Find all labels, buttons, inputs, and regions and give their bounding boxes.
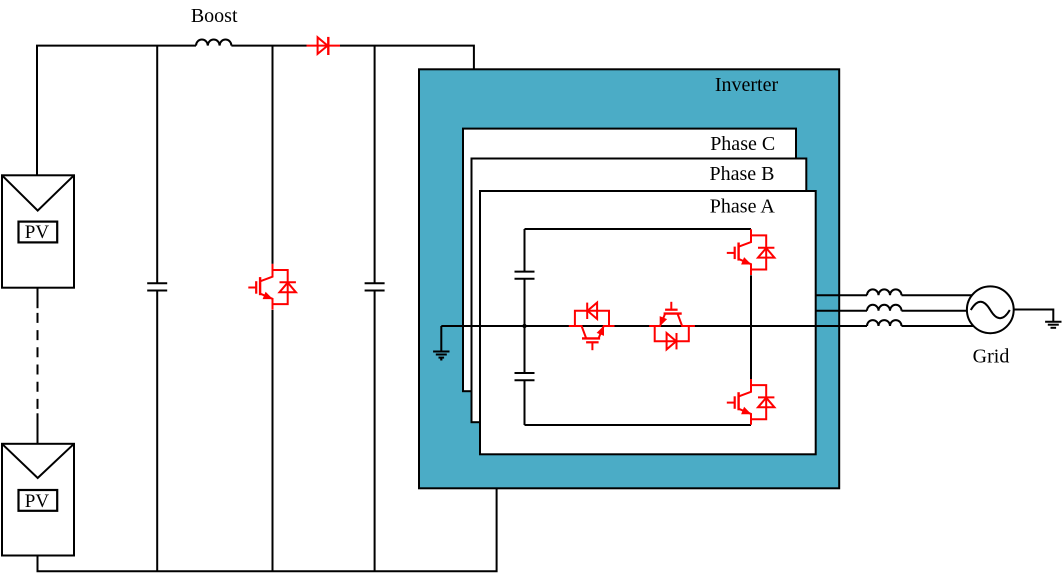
svg-text:Grid: Grid — [973, 346, 1010, 368]
svg-text:PV: PV — [25, 491, 50, 512]
svg-text:PV: PV — [25, 222, 50, 243]
svg-text:Boost: Boost — [191, 5, 238, 27]
svg-text:Inverter: Inverter — [715, 74, 779, 96]
svg-text:Phase B: Phase B — [710, 163, 775, 185]
svg-text:Phase A: Phase A — [710, 195, 776, 217]
svg-text:Phase C: Phase C — [710, 133, 775, 155]
